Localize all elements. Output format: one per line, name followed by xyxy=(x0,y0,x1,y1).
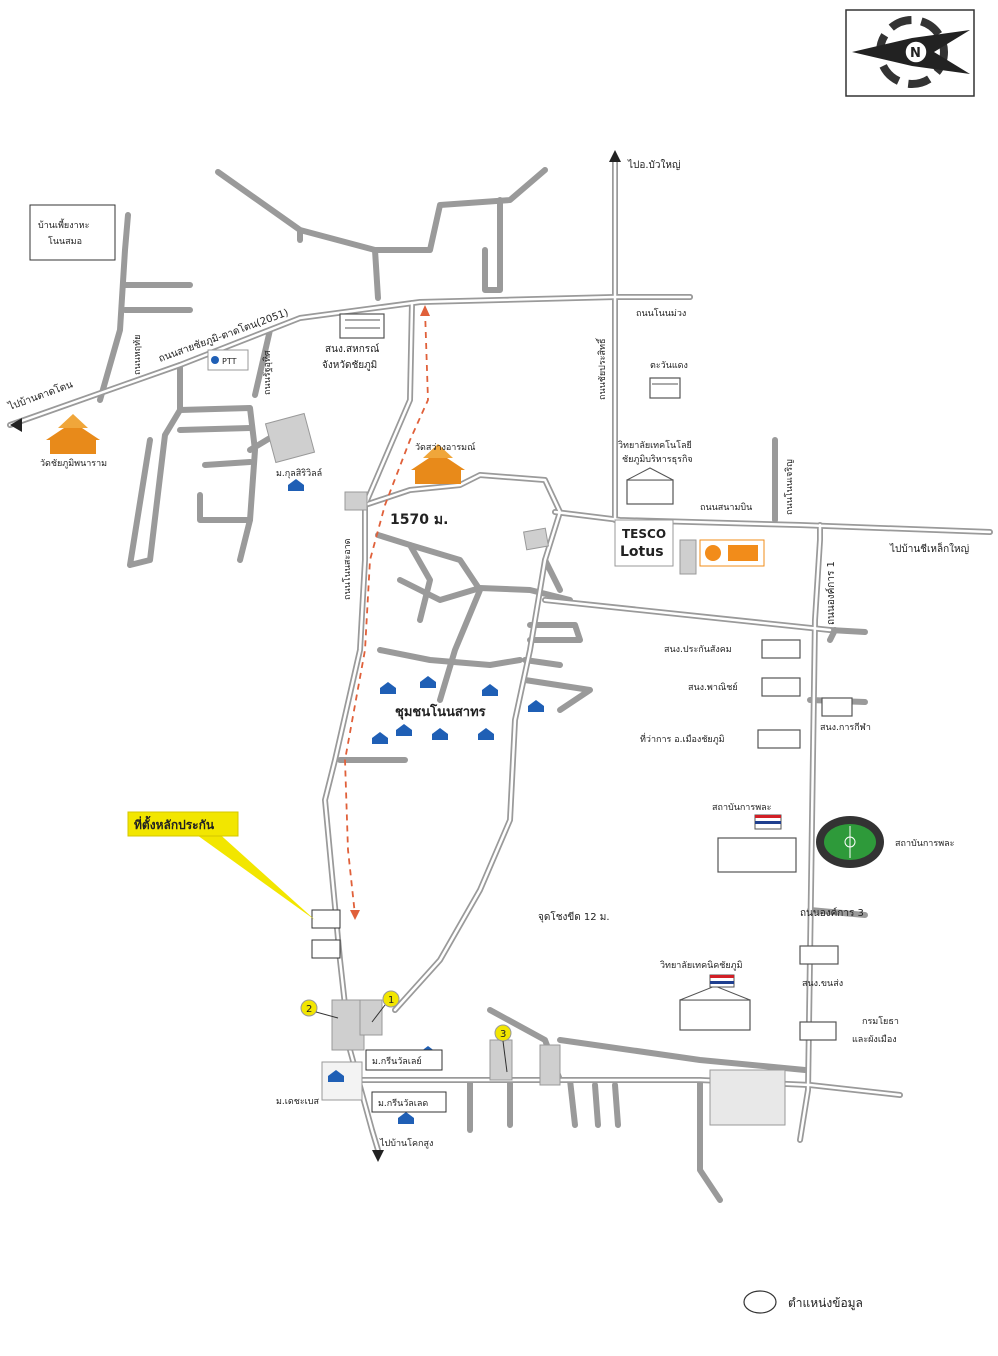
tesco-lotus-logo: TESCO Lotus xyxy=(614,519,674,567)
callout-text: ที่ตั้งหลักประกัน xyxy=(134,815,215,832)
label-mb-green-valley: ม.กรีนวัลเลย์ xyxy=(372,1055,422,1067)
label-spot-12: จุดโชงขีด 12 ม. xyxy=(538,910,610,923)
label-mb-dechabest: ม.เดชะเบส xyxy=(276,1097,319,1107)
building-blocks xyxy=(264,412,786,1126)
ban-label-box: บ้านเพี้ยงาหะ โนนสมอ xyxy=(29,204,116,261)
label-stadium: สถาบันการพละ xyxy=(895,839,955,849)
label-community: ชุมชนโนนสาทร xyxy=(395,703,486,720)
label-commerce: สนง.พาณิชย์ xyxy=(688,681,738,693)
label-road-airport: ถนนสนามบิน xyxy=(700,502,752,513)
svg-text:TESCO: TESCO xyxy=(622,527,666,541)
building-icon xyxy=(339,313,385,339)
label-mb-kulsiriwilla: ม.กุลสิริวิลล์ xyxy=(276,467,322,479)
svg-text:PTT: PTT xyxy=(222,357,237,366)
label-road-krisada: ถนนรัฐอุทิศ xyxy=(262,350,273,395)
location-callout: ที่ตั้งหลักประกัน xyxy=(127,811,315,920)
legend-text: ตำแหน่งข้อมูล xyxy=(788,1296,863,1311)
svg-text:3: 3 xyxy=(500,1029,506,1040)
south-arrow-icon xyxy=(372,1150,384,1162)
marker-2: 2 xyxy=(300,999,339,1019)
label-road-nongkae1: ถนนองค์การ 1 xyxy=(825,561,837,625)
ban-label: บ้านเพี้ยงาหะ xyxy=(38,218,90,231)
west-arrow-icon xyxy=(10,418,22,432)
label-to-chi-lek: ไปบ้านชีเหล็กใหญ่ xyxy=(889,541,969,555)
label-sports-office: สนง.การกีฬา xyxy=(820,722,871,733)
label-to-bua-yai: ไปอ.บัวใหญ่ xyxy=(627,159,681,171)
building-icon xyxy=(757,639,853,1041)
label-tech-college-biz-2: ชัยภูมิบริหารธุรกิจ xyxy=(622,454,693,465)
route-dashed-line xyxy=(344,309,429,916)
route-arrow-icon xyxy=(420,305,430,316)
marker-3: 3 xyxy=(494,1024,512,1073)
label-pe-institute: สถาบันการพละ xyxy=(712,803,772,813)
legend: ตำแหน่งข้อมูล xyxy=(743,1290,863,1314)
route-arrow-end-icon xyxy=(350,910,360,920)
stadium-icon xyxy=(816,816,884,868)
svg-text:โนนสมอ: โนนสมอ xyxy=(48,236,82,247)
temple-icon xyxy=(46,414,100,454)
building-icon xyxy=(649,377,681,399)
label-wat-sawang: วัดสว่างอารมณ์ xyxy=(415,441,475,453)
label-road-chai: ถนนชัยประสิทธิ์ xyxy=(595,337,608,400)
temple-icon xyxy=(411,444,465,484)
compass-letter: N xyxy=(910,46,921,61)
svg-text:Lotus: Lotus xyxy=(620,544,664,560)
label-town-planning-2: และผังเมือง xyxy=(852,1034,897,1045)
tech-college-building-icon xyxy=(679,974,751,1031)
building-icon xyxy=(626,467,674,505)
compass: N xyxy=(845,9,975,97)
label-road-nonmuang: ถนนโนนม่วง xyxy=(636,308,686,319)
pe-institute-building-icon xyxy=(717,814,797,873)
label-town-planning-1: กรมโยธา xyxy=(862,1016,899,1027)
label-social-security: สนง.ประกันสังคม xyxy=(664,645,732,655)
label-coop-2: จังหวัดชัยภูมิ xyxy=(322,360,377,371)
svg-text:2: 2 xyxy=(306,1004,312,1015)
label-road-nonsamrong: ถนนโนนสะอาด xyxy=(342,538,353,600)
label-district-office: ที่ว่าการ อ.เมืองชัยภูมิ xyxy=(640,732,725,745)
label-wat-chaiyaphum: วัดชัยภูมิพนาราม xyxy=(40,458,107,469)
label-road-nongkae3: ถนนองค์การ 3 xyxy=(800,907,864,919)
label-distance: 1570 ม. xyxy=(390,512,448,528)
store-logo xyxy=(699,539,765,567)
label-coop-1: สนง.สหกรณ์ xyxy=(325,343,379,355)
label-road-nonjaroen: ถนนโนนเจริญ xyxy=(784,459,795,515)
marker-1: 1 xyxy=(371,990,400,1023)
label-tech-college-biz-1: วิทยาลัยเทคโนโลยี xyxy=(618,440,692,451)
label-transport: สนง.ขนส่ง xyxy=(802,979,843,989)
label-road-left-v: ถนนหฤทัย xyxy=(133,335,143,375)
north-arrow-up-icon xyxy=(609,150,621,162)
label-mb-green-land: ม.กรีนวัลเลด xyxy=(378,1098,428,1109)
label-to-khok-sung: ไปบ้านโคกสูง xyxy=(379,1138,433,1149)
label-tawandaeng: ตะวันแดง xyxy=(650,361,688,371)
ptt-logo-icon: PTT xyxy=(207,349,249,371)
label-tech-college: วิทยาลัยเทคนิคชัยภูมิ xyxy=(660,960,743,971)
svg-text:1: 1 xyxy=(388,995,394,1006)
